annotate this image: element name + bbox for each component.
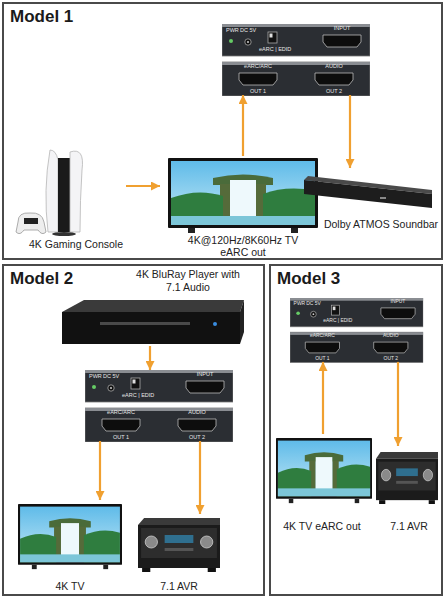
port-label: OUT 2 <box>165 435 229 441</box>
hdmi-output-port: eARC/ARC OUT 1 <box>89 409 153 441</box>
device-box: 4K TV eARC out <box>272 434 372 532</box>
player-front <box>62 312 240 344</box>
model-panel: Model 1 PWRDC 5V eARC | EDID INPUT eARC/ARC O… <box>2 2 443 260</box>
port-label: eARC/ARC <box>294 334 352 339</box>
signal-arrow <box>322 362 324 434</box>
signal-arrow <box>99 441 101 500</box>
device-label: 7.1 AVR <box>378 520 440 532</box>
port-label: eARC/ARC <box>89 410 153 416</box>
port-label: AUDIO <box>302 64 366 70</box>
signal-arrow <box>126 185 160 187</box>
player-side <box>240 300 244 344</box>
player-top <box>62 300 244 312</box>
model-panel: Model 2 4K BluRay Player with 7.1 AudioPW… <box>2 264 265 596</box>
tv-illustration <box>168 158 318 233</box>
device-box: Dolby ATMOS Soundbar <box>322 168 440 230</box>
soundbar-logo <box>380 197 386 199</box>
hdmi-output-port: AUDIO OUT 2 <box>302 63 366 95</box>
signal-arrow <box>349 95 351 168</box>
controller-center <box>24 218 38 224</box>
hdmi-output-port: AUDIO OUT 2 <box>165 409 229 441</box>
port-label: eARC/ARC <box>226 64 290 70</box>
port-label: AUDIO <box>165 410 229 416</box>
device-box: 4K@120Hz/8K60Hz TV eARC out <box>160 156 326 258</box>
hdmi-splitter <box>85 370 233 442</box>
avr-illustration <box>376 452 438 504</box>
hdmi-splitter <box>222 24 370 96</box>
hdmi-input-port: INPUT <box>376 299 419 325</box>
soundbar-front <box>304 180 432 208</box>
controller <box>16 213 46 234</box>
port-label: INPUT <box>181 372 229 378</box>
signal-arrow <box>397 362 399 446</box>
soundbar <box>304 176 432 208</box>
device-label: 4K@120Hz/8K60Hz TV eARC out <box>184 234 302 258</box>
player-led <box>213 322 217 326</box>
device-box: 7.1 AVR <box>378 446 440 532</box>
port-label: OUT 1 <box>226 89 290 95</box>
control-label: DC 5V <box>103 374 119 380</box>
device-box: 4K TV <box>14 500 126 592</box>
signal-arrow <box>242 95 244 156</box>
hdmi-output-port: eARC/ARC OUT 1 <box>226 63 290 95</box>
source-device: 4K BluRay Player with 7.1 Audio <box>60 266 246 346</box>
control-label: eARC | EDID <box>323 319 352 324</box>
port-label: OUT 1 <box>89 435 153 441</box>
panel-title: Model 3 <box>277 269 340 289</box>
tv-illustration <box>276 438 372 503</box>
console-core <box>58 158 70 232</box>
console-plate <box>46 150 58 232</box>
device-label: 4K TV <box>15 580 125 592</box>
signal-arrow <box>149 346 151 370</box>
splitter-control-panel: PWRDC 5V eARC | EDID INPUT <box>222 24 370 56</box>
tv-illustration <box>18 504 122 569</box>
port-label: OUT 1 <box>294 357 352 362</box>
model-panel: Model 3 PWRDC 5V eARC | EDID INPUT eARC/ARC O… <box>269 264 443 596</box>
device-box: 7.1 AVR <box>134 514 224 592</box>
bluray-player <box>62 300 244 344</box>
port-label: OUT 2 <box>362 357 420 362</box>
device-box: 4K Gaming Console <box>26 146 126 250</box>
port-label: OUT 2 <box>302 89 366 95</box>
hdmi-input-port: INPUT <box>318 25 366 54</box>
device-label: 4K Gaming Console <box>26 238 126 250</box>
console-stand <box>52 232 76 236</box>
control-label: PWR <box>226 28 239 34</box>
control-label: PWR <box>89 374 102 380</box>
port-label: AUDIO <box>362 334 420 339</box>
control-label: DC 5V <box>306 302 321 307</box>
port-label: INPUT <box>376 300 419 305</box>
avr-illustration <box>138 518 220 572</box>
device-label: Dolby ATMOS Soundbar <box>322 218 440 230</box>
disc-slot <box>100 322 190 325</box>
hdmi-input-port: INPUT <box>181 371 229 400</box>
game-console <box>16 150 83 236</box>
control-label: DC 5V <box>240 28 256 34</box>
control-label: eARC | EDID <box>259 47 291 53</box>
panel-title: Model 1 <box>10 7 73 27</box>
hdmi-output-port: eARC/ARC OUT 1 <box>294 333 352 362</box>
signal-arrow <box>199 441 201 514</box>
device-label: 4K BluRay Player with 7.1 Audio <box>136 268 240 294</box>
console-plate <box>70 151 83 232</box>
hdmi-output-port: AUDIO OUT 2 <box>362 333 420 362</box>
hdmi-splitter <box>290 298 423 363</box>
control-label: PWR <box>294 302 306 307</box>
device-label: 7.1 AVR <box>134 580 224 592</box>
control-label: eARC | EDID <box>122 393 154 399</box>
panel-title: Model 2 <box>10 269 73 289</box>
splitter-control-panel: PWRDC 5V eARC | EDID INPUT <box>290 298 423 327</box>
device-label: 4K TV eARC out <box>272 520 372 532</box>
splitter-control-panel: PWRDC 5V eARC | EDID INPUT <box>85 370 233 402</box>
port-label: INPUT <box>318 26 366 32</box>
